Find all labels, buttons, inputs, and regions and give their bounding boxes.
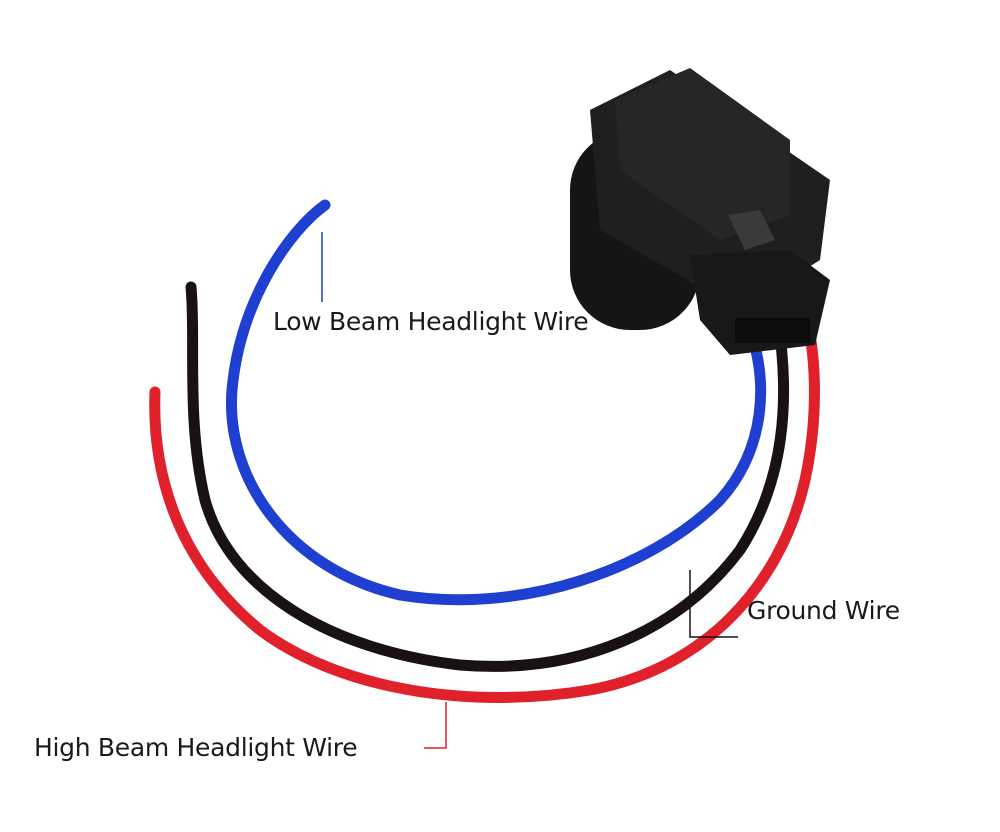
connector <box>570 68 830 355</box>
high-beam-label: High Beam Headlight Wire <box>34 733 358 762</box>
ground-leader <box>689 570 738 638</box>
ground-label: Ground Wire <box>747 596 900 625</box>
high-beam-wire <box>149 304 820 703</box>
ground-wire <box>185 281 790 672</box>
low-beam-label: Low Beam Headlight Wire <box>273 307 589 336</box>
high-beam-leader <box>424 702 447 749</box>
low-beam-wire <box>225 199 767 606</box>
